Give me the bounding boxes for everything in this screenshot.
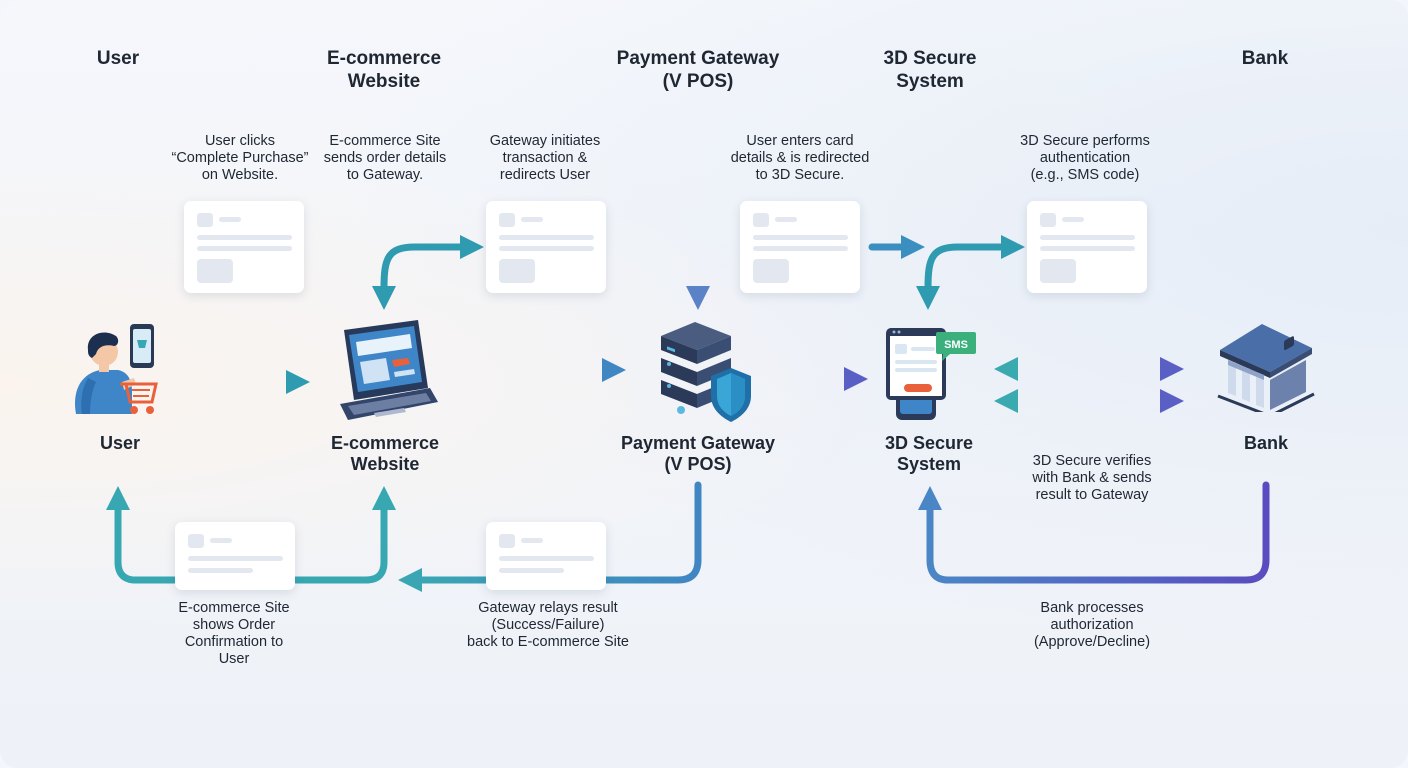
screen-card [486, 522, 606, 590]
screen-card [1027, 201, 1147, 293]
arrow-gateway-to-website [416, 481, 702, 584]
lane-title-secure: 3D Secure System [883, 48, 977, 92]
step-note-9: E-commerce Site shows Order Confirmation… [178, 600, 290, 667]
node-label-bank: Bank [1243, 433, 1288, 453]
lane-title-bank: Bank [1241, 48, 1289, 69]
bank-icon [1217, 324, 1315, 412]
step-note-7: Bank processes authorization (Approve/De… [1033, 600, 1151, 650]
step-note-3: Gateway initiates transaction & redirect… [489, 133, 601, 183]
screen-card [184, 201, 304, 293]
secure-screen-icon: SMS [886, 328, 976, 420]
screen-card [175, 522, 295, 590]
user-shopping-icon [75, 324, 158, 414]
server-shield-icon [661, 322, 751, 422]
laptop-icon [340, 320, 438, 420]
sms-badge: SMS [944, 339, 968, 351]
step-note-4: User enters card details & is redirected… [730, 133, 870, 183]
step-note-2: E-commerce Site sends order details to G… [323, 133, 447, 183]
node-label-user: User [99, 433, 141, 453]
step-note-5: 3D Secure performs authentication (e.g.,… [1020, 133, 1150, 183]
node-label-gateway: Payment Gateway (V POS) [620, 433, 776, 474]
screen-card [740, 201, 860, 293]
screen-card [486, 201, 606, 293]
node-label-ecommerce: E-commerce Website [330, 433, 440, 474]
lane-title-ecommerce: E-commerce Website [326, 48, 442, 92]
step-note-1: User clicks “Complete Purchase” on Websi… [171, 133, 309, 183]
arrow-website-curve [380, 243, 466, 292]
lane-title-user: User [96, 48, 140, 69]
node-label-secure: 3D Secure System [884, 433, 974, 474]
arrow-bank-to-secure [926, 481, 1270, 584]
step-note-6: 3D Secure verifies with Bank & sends res… [1032, 453, 1152, 503]
step-note-8: Gateway relays result (Success/Failure) … [467, 600, 629, 650]
arrow-secure-curve [924, 243, 1007, 292]
lane-title-gateway: Payment Gateway (V POS) [616, 48, 780, 92]
